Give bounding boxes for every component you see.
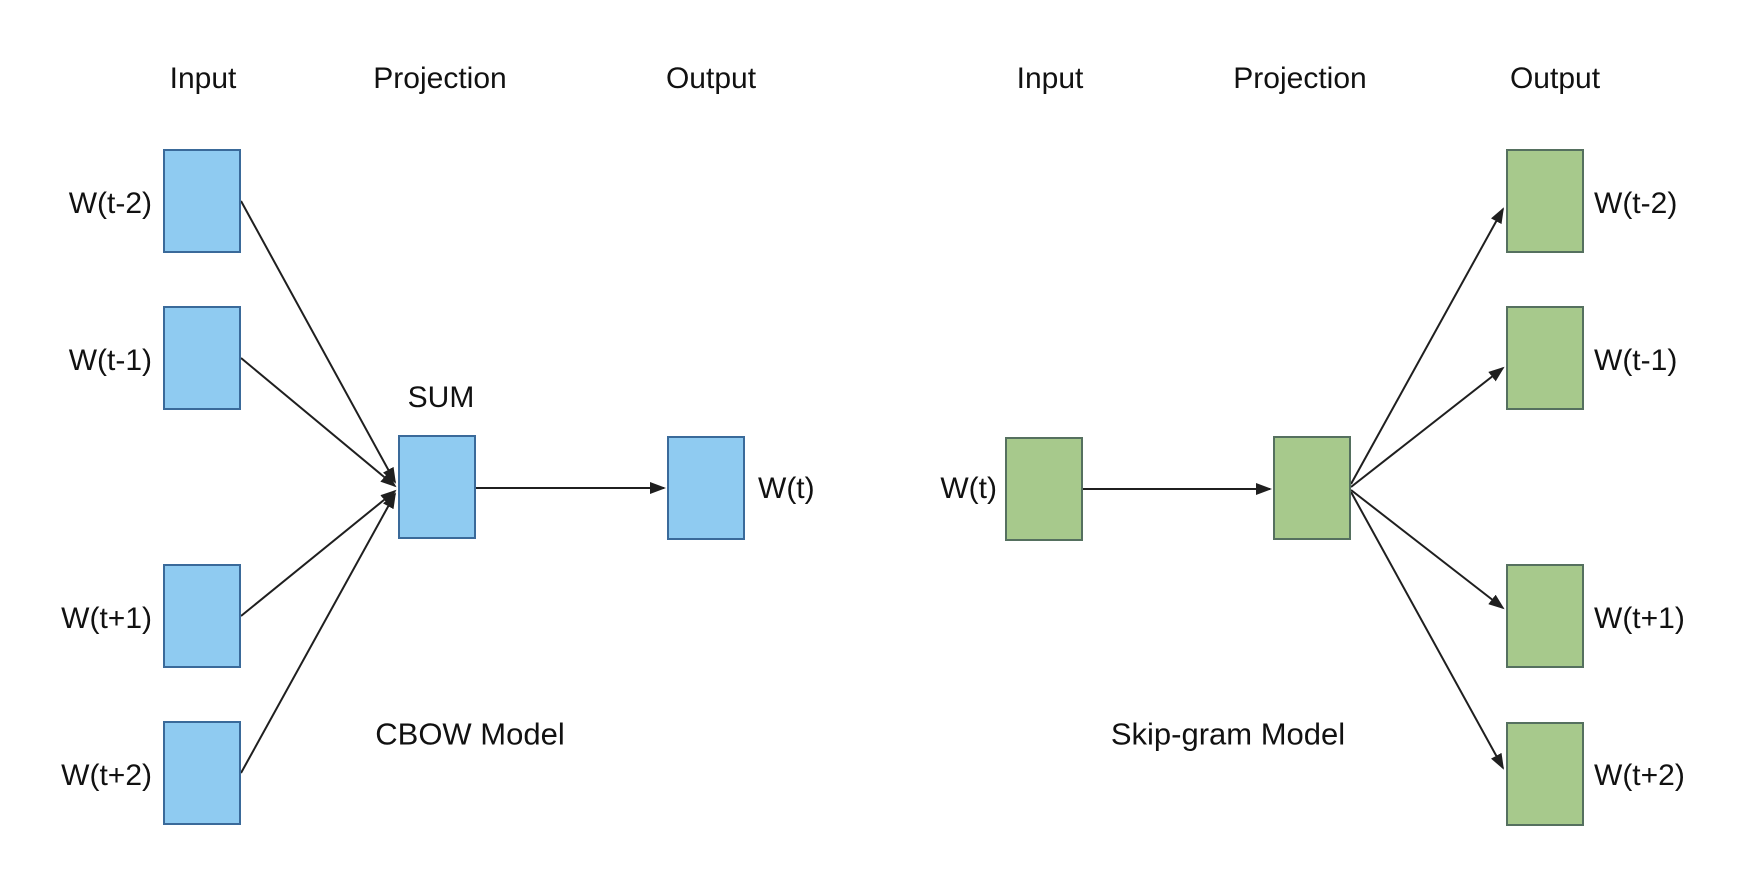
skipgram-input-label-wt: W(t)	[940, 472, 997, 505]
cbow-output-label-wt: W(t)	[758, 472, 815, 505]
skipgram-output-label-wt+2: W(t+2)	[1594, 759, 1685, 792]
skipgram-edge-wt-2	[1350, 207, 1504, 485]
skipgram-edge-wt+1	[1350, 489, 1505, 610]
cbow-header-input: Input	[169, 62, 237, 95]
skipgram-output-box-wt+2	[1506, 722, 1584, 826]
skipgram-output-label-wt+1: W(t+1)	[1594, 602, 1685, 635]
cbow-edge-wt+1	[240, 489, 397, 617]
skipgram-edge-wt-1	[1350, 366, 1505, 488]
skipgram-projection-box	[1273, 436, 1351, 540]
cbow-output-box	[667, 436, 745, 540]
cbow-input-box-wt-2	[163, 149, 241, 253]
cbow-edge-wt-2	[240, 200, 396, 484]
cbow-edge-wt+2	[240, 492, 396, 774]
skipgram-edge-wt+2	[1350, 491, 1504, 770]
skipgram-output-label-wt-2: W(t-2)	[1594, 187, 1678, 220]
cbow-input-label-wt-1: W(t-1)	[68, 344, 152, 377]
skipgram-output-label-wt-1: W(t-1)	[1594, 344, 1678, 377]
cbow-header-output: Output	[665, 62, 757, 95]
cbow-sum-label: SUM	[407, 381, 475, 414]
skipgram-header-output: Output	[1509, 62, 1601, 95]
cbow-input-label-wt+2: W(t+2)	[61, 759, 152, 792]
cbow-input-label-wt-2: W(t-2)	[68, 187, 152, 220]
skipgram-output-box-wt-2	[1506, 149, 1584, 253]
skipgram-header-input: Input	[1016, 62, 1084, 95]
skipgram-output-box-wt-1	[1506, 306, 1584, 410]
cbow-edge-wt-1	[240, 357, 397, 488]
skipgram-title: Skip-gram Model	[1110, 716, 1346, 752]
cbow-input-box-wt+2	[163, 721, 241, 825]
cbow-projection-box	[398, 435, 476, 539]
cbow-input-box-wt-1	[163, 306, 241, 410]
skipgram-output-box-wt+1	[1506, 564, 1584, 668]
cbow-title: CBOW Model	[375, 716, 565, 752]
cbow-input-label-wt+1: W(t+1)	[61, 602, 152, 635]
cbow-header-projection: Projection	[373, 62, 507, 95]
skipgram-header-projection: Projection	[1233, 62, 1367, 95]
skipgram-input-box	[1005, 437, 1083, 541]
cbow-input-box-wt+1	[163, 564, 241, 668]
